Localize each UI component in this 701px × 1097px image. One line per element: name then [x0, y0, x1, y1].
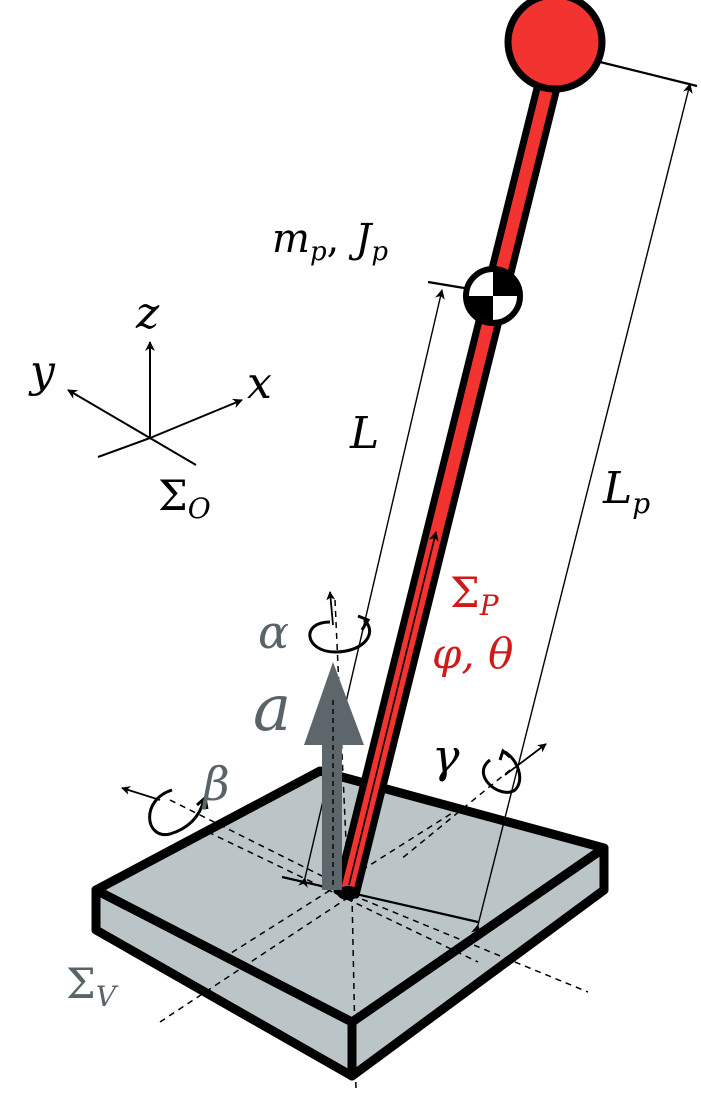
rotation-gamma-label: γ [432, 729, 460, 783]
labels: mp,Jp L Lp z x y ΣO ΣP φ, θ α a β γ ΣV [28, 216, 650, 1013]
rotation-alpha-icon [308, 591, 371, 654]
acceleration-label: a [253, 672, 291, 746]
mass-inertia-label: mp,Jp [272, 216, 388, 267]
rotation-beta-icon [121, 786, 209, 836]
axis-x-label: x [247, 358, 272, 409]
frame-o-label: ΣO [158, 471, 211, 525]
pendulum [333, 0, 606, 900]
frame-v-label: ΣV [66, 959, 119, 1013]
axis-z-label: z [135, 288, 160, 339]
rotation-gamma-icon [481, 743, 547, 794]
rotation-beta-label: β [201, 757, 230, 811]
pendulum-pivot [337, 886, 359, 900]
length-l-label: L [349, 408, 379, 459]
rotation-alpha-label: α [258, 605, 289, 659]
center-of-mass-icon [463, 266, 523, 326]
axis-y-label: y [28, 346, 56, 397]
acceleration-arrow [304, 662, 364, 890]
angles-phi-theta-label: φ, θ [432, 629, 513, 678]
pendulum-mass-ball [504, 0, 606, 93]
length-lp-label: Lp [602, 463, 650, 520]
frame-p-label: ΣP [450, 568, 500, 622]
frame-p-arrow [348, 531, 439, 886]
global-frame-axes [67, 341, 243, 466]
